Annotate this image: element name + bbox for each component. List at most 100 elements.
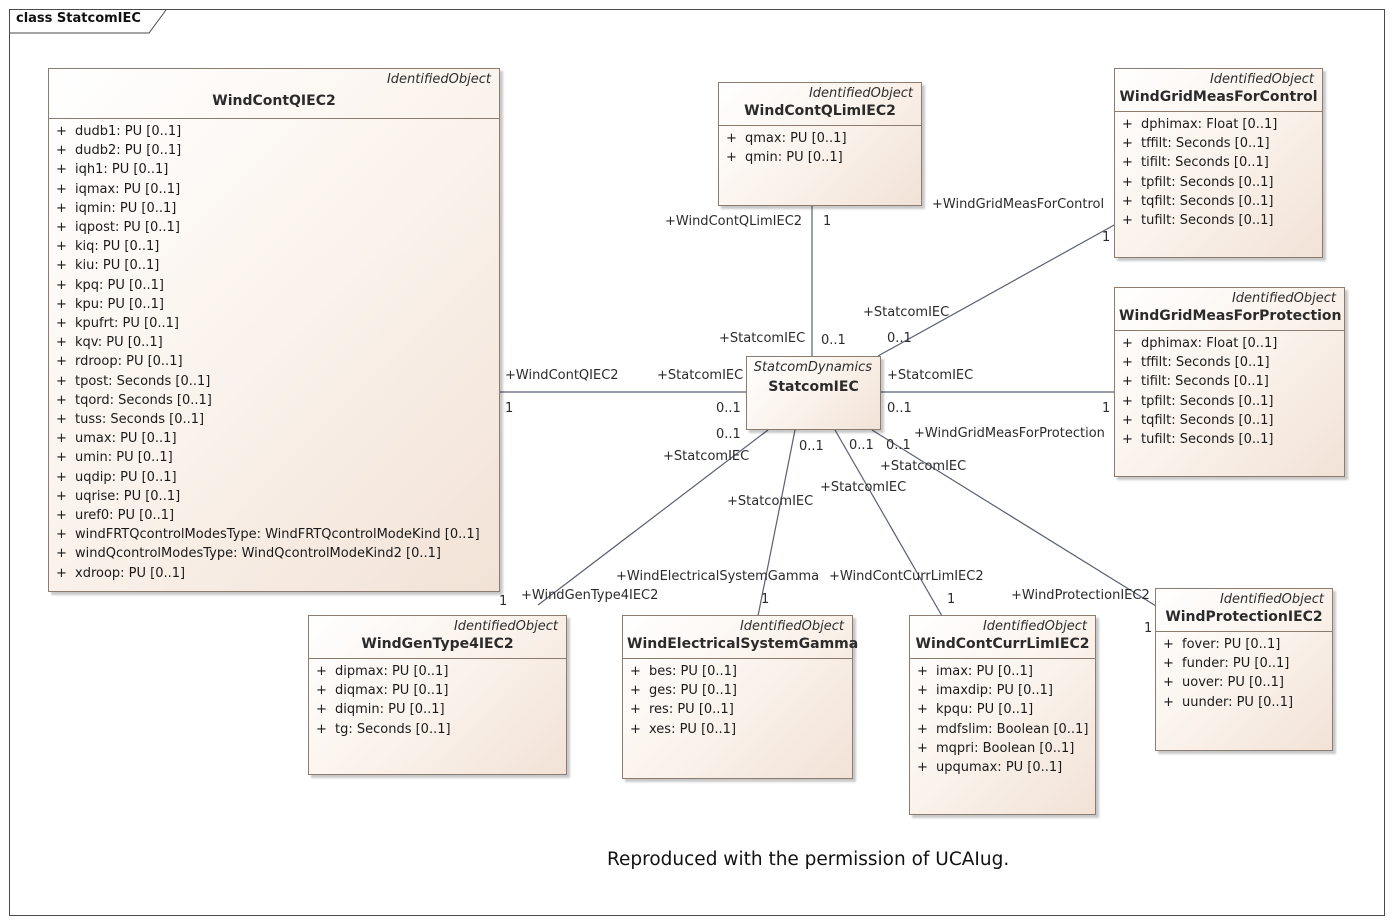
attribute-row: +upqumax: PU [0..1] <box>917 760 1063 776</box>
class-name: WindGridMeasForControl <box>1119 89 1318 105</box>
class-box-windcontqlimiec2[interactable]: IdentifiedObject WindContQLimIEC2 +qmax:… <box>718 82 922 206</box>
attribute-row: +tuss: Seconds [0..1] <box>56 412 205 428</box>
attribute-row: +dipmax: PU [0..1] <box>316 664 449 679</box>
attribute-row: +tufilt: Seconds [0..1] <box>1122 432 1274 448</box>
attribute-row: +mqpri: Boolean [0..1] <box>917 740 1075 756</box>
attribute-row: +kpu: PU [0..1] <box>56 296 164 312</box>
multiplicity-label: 0..1 <box>716 401 741 416</box>
association-line-meas-control <box>877 223 1117 357</box>
class-box-windelectricalsystemgamma[interactable]: IdentifiedObject WindElectricalSystemGam… <box>622 615 859 779</box>
class-name: WindGridMeasForProtection <box>1119 308 1342 324</box>
class-name: WindGenType4IEC2 <box>361 636 514 652</box>
role-label: +StatcomIEC <box>663 449 750 464</box>
attribute-row: +tqfilt: Seconds [0..1] <box>1122 193 1274 209</box>
attribute-row: +uref0: PU [0..1] <box>56 508 175 524</box>
stereotype-label: IdentifiedObject <box>453 619 558 634</box>
multiplicity-label: 0..1 <box>799 439 824 454</box>
attribute-row: +tg: Seconds [0..1] <box>316 721 451 737</box>
attribute-list: +dphimax: Float [0..1] +tffilt: Seconds … <box>1115 111 1322 236</box>
attribute-row: +kiq: PU [0..1] <box>56 239 160 255</box>
class-box-windgridmeasforcontrol[interactable]: IdentifiedObject WindGridMeasForControl … <box>1114 68 1323 258</box>
attribute-list: +fover: PU [0..1] +funder: PU [0..1] +uo… <box>1156 631 1332 718</box>
attribute-row: +diqmax: PU [0..1] <box>316 683 449 699</box>
stereotype-label: IdentifiedObject <box>386 72 491 87</box>
stereotype-label: IdentifiedObject <box>739 619 844 634</box>
role-label: +WindElectricalSystemGamma <box>616 569 820 584</box>
attribute-row: +uqdip: PU [0..1] <box>56 469 177 485</box>
role-label: +StatcomIEC <box>880 459 967 474</box>
permission-credit: Reproduced with the permission of UCAIug… <box>607 849 1010 870</box>
class-box-windgridmeasforprotection[interactable]: IdentifiedObject WindGridMeasForProtecti… <box>1114 287 1345 477</box>
attribute-row: +xdroop: PU [0..1] <box>56 565 186 581</box>
attribute-row: +rdroop: PU [0..1] <box>56 354 183 370</box>
attribute-row: +imaxdip: PU [0..1] <box>917 683 1053 699</box>
stereotype-label: StatcomDynamics <box>753 360 872 375</box>
multiplicity-label: 0..1 <box>886 438 911 453</box>
attribute-list: +dphimax: Float [0..1] +tffilt: Seconds … <box>1115 330 1344 455</box>
attribute-row: +tufilt: Seconds [0..1] <box>1122 213 1274 229</box>
attribute-row: +windFRTQcontrolModesType: WindFRTQcontr… <box>56 527 480 543</box>
attribute-row: +funder: PU [0..1] <box>1163 656 1290 672</box>
role-label: +WindGridMeasForControl <box>932 197 1105 212</box>
attribute-row: +windQcontrolModesType: WindQcontrolMode… <box>56 546 441 562</box>
attribute-row: +iqmax: PU [0..1] <box>56 181 181 197</box>
association-line-gen-type4 <box>537 429 769 606</box>
attribute-row: +kpufrt: PU [0..1] <box>56 316 179 332</box>
attribute-list: +dipmax: PU [0..1] +diqmax: PU [0..1] +d… <box>309 658 566 745</box>
role-label: +WindContQLimIEC2 <box>665 214 803 229</box>
attribute-row: +dphimax: Float [0..1] <box>1122 117 1278 132</box>
role-label: +WindContQIEC2 <box>505 368 619 383</box>
attribute-row: +qmin: PU [0..1] <box>726 150 843 166</box>
class-box-statcomiec[interactable]: StatcomDynamics StatcomIEC <box>746 356 881 430</box>
role-label: +WindProtectionIEC2 <box>1011 588 1150 603</box>
attribute-row: +umax: PU [0..1] <box>56 431 177 447</box>
attribute-row: +iqmin: PU [0..1] <box>56 200 177 216</box>
stereotype-label: IdentifiedObject <box>1209 72 1314 87</box>
class-name: StatcomIEC <box>768 379 859 395</box>
attribute-row: +tifilt: Seconds [0..1] <box>1122 374 1269 390</box>
multiplicity-label: 1 <box>1102 230 1111 245</box>
attribute-row: +imax: PU [0..1] <box>917 664 1033 679</box>
class-name: WindContCurrLimIEC2 <box>915 636 1090 652</box>
stereotype-label: IdentifiedObject <box>808 86 913 101</box>
attribute-row: +tffilt: Seconds [0..1] <box>1122 136 1270 152</box>
diagram-frame <box>9 9 1385 916</box>
association-line-curr-lim <box>834 429 943 617</box>
class-box-windprotectioniec2[interactable]: IdentifiedObject WindProtectionIEC2 +fov… <box>1155 588 1333 751</box>
role-label: +WindGenType4IEC2 <box>521 588 659 603</box>
stereotype-label: IdentifiedObject <box>1219 592 1324 607</box>
role-label: +StatcomIEC <box>657 368 744 383</box>
class-name: WindContQLimIEC2 <box>744 103 896 119</box>
multiplicity-label: 1 <box>947 592 956 607</box>
attribute-row: +ges: PU [0..1] <box>630 683 737 699</box>
role-label: +WindGridMeasForProtection <box>914 426 1105 441</box>
frame-title-tab <box>9 9 167 34</box>
role-label: +StatcomIEC <box>719 331 806 346</box>
multiplicity-label: 1 <box>823 214 832 229</box>
attribute-row: +tpost: Seconds [0..1] <box>56 373 211 389</box>
multiplicity-label: 1 <box>505 401 514 416</box>
attribute-row: +iqh1: PU [0..1] <box>56 162 169 178</box>
class-name: WindElectricalSystemGamma <box>627 636 859 652</box>
class-box-windcontqiec2[interactable]: IdentifiedObject WindContQIEC2 +dudb1: P… <box>48 68 500 592</box>
attribute-row: +kpq: PU [0..1] <box>56 277 164 293</box>
attribute-row: +uqrise: PU [0..1] <box>56 488 181 504</box>
class-name: WindContQIEC2 <box>212 93 336 109</box>
association-line-elec-gamma <box>757 429 796 617</box>
class-box-windgentype4iec2[interactable]: IdentifiedObject WindGenType4IEC2 +dipma… <box>308 615 567 775</box>
multiplicity-label: 1 <box>1144 621 1153 636</box>
multiplicity-label: 0..1 <box>821 333 846 348</box>
stereotype-label: IdentifiedObject <box>982 619 1087 634</box>
multiplicity-label: 0..1 <box>887 331 912 346</box>
multiplicity-label: 1 <box>1102 401 1111 416</box>
multiplicity-label: 1 <box>499 594 508 609</box>
attribute-list: +dudb1: PU [0..1] +dudb2: PU [0..1] +iqh… <box>49 118 499 589</box>
attribute-list: +imax: PU [0..1] +imaxdip: PU [0..1] +kp… <box>910 658 1095 783</box>
multiplicity-label: 0..1 <box>716 427 741 442</box>
class-box-windcontcurrlimiec2[interactable]: IdentifiedObject WindContCurrLimIEC2 +im… <box>909 615 1096 815</box>
role-label: +StatcomIEC <box>863 305 950 320</box>
attribute-row: +xes: PU [0..1] <box>630 721 737 737</box>
role-label: +WindContCurrLimIEC2 <box>829 569 984 584</box>
attribute-row: +dphimax: Float [0..1] <box>1122 336 1278 351</box>
